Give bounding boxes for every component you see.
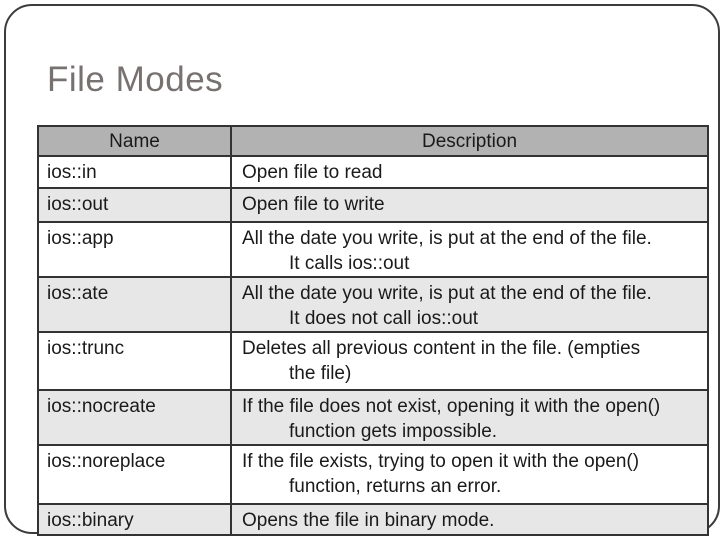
table-row: ios::out Open file to write — [37, 187, 709, 223]
mode-description-line2: the file) — [289, 363, 352, 384]
mode-description-line1: Open file to write — [242, 194, 385, 215]
mode-description-cell: If the file exists, trying to open it wi… — [230, 444, 709, 505]
table-row: ios::nocreate If the file does not exist… — [37, 389, 709, 446]
table-row: ios::app All the date you write, is put … — [37, 221, 709, 278]
mode-description-cell: All the date you write, is put at the en… — [230, 276, 709, 333]
table-row: ios::noreplace If the file exists, tryin… — [37, 444, 709, 505]
mode-name: ios::noreplace — [47, 451, 166, 472]
page-title: File Modes — [47, 60, 224, 99]
mode-description-cell: All the date you write, is put at the en… — [230, 221, 709, 278]
table-row: ios::binary Opens the file in binary mod… — [37, 503, 709, 536]
mode-description-line2: It does not call ios::out — [289, 308, 479, 329]
mode-name-cell: ios::ate — [37, 276, 232, 333]
column-header-description: Description — [230, 125, 709, 157]
table-row: ios::in Open file to read — [37, 155, 709, 189]
table-header-row: Name Description — [37, 125, 709, 157]
mode-description-cell: If the file does not exist, opening it w… — [230, 389, 709, 446]
mode-description-line2: function gets impossible. — [289, 421, 498, 442]
mode-name-cell: ios::nocreate — [37, 389, 232, 446]
mode-name: ios::nocreate — [47, 396, 156, 417]
mode-name: ios::binary — [47, 510, 134, 531]
mode-name: ios::out — [47, 194, 109, 215]
file-modes-table: Name Description ios::in Open file to re… — [37, 125, 709, 536]
table-row: ios::trunc Deletes all previous content … — [37, 331, 709, 391]
mode-name-cell: ios::app — [37, 221, 232, 278]
mode-description-line2: It calls ios::out — [289, 253, 410, 274]
mode-description-line1: If the file exists, trying to open it wi… — [242, 451, 640, 472]
mode-description-line1: Opens the file in binary mode. — [242, 510, 495, 531]
mode-name: ios::trunc — [47, 338, 125, 359]
mode-description-line1: All the date you write, is put at the en… — [242, 283, 652, 304]
mode-description-line1: Deletes all previous content in the file… — [242, 338, 641, 359]
mode-name-cell: ios::in — [37, 155, 232, 189]
mode-name-cell: ios::noreplace — [37, 444, 232, 505]
mode-name: ios::ate — [47, 283, 109, 304]
mode-name-cell: ios::trunc — [37, 331, 232, 391]
mode-description-cell: Open file to read — [230, 155, 709, 189]
mode-description-line1: All the date you write, is put at the en… — [242, 228, 652, 249]
mode-name: ios::app — [47, 228, 114, 249]
mode-name-cell: ios::out — [37, 187, 232, 223]
mode-description-line2: function, returns an error. — [289, 476, 502, 497]
column-header-name: Name — [37, 125, 232, 157]
mode-description-cell: Open file to write — [230, 187, 709, 223]
mode-description-cell: Deletes all previous content in the file… — [230, 331, 709, 391]
mode-name-cell: ios::binary — [37, 503, 232, 536]
mode-description-line1: Open file to read — [242, 162, 383, 183]
mode-name: ios::in — [47, 162, 97, 183]
mode-description-line1: If the file does not exist, opening it w… — [242, 396, 661, 417]
table-row: ios::ate All the date you write, is put … — [37, 276, 709, 333]
mode-description-cell: Opens the file in binary mode. — [230, 503, 709, 536]
